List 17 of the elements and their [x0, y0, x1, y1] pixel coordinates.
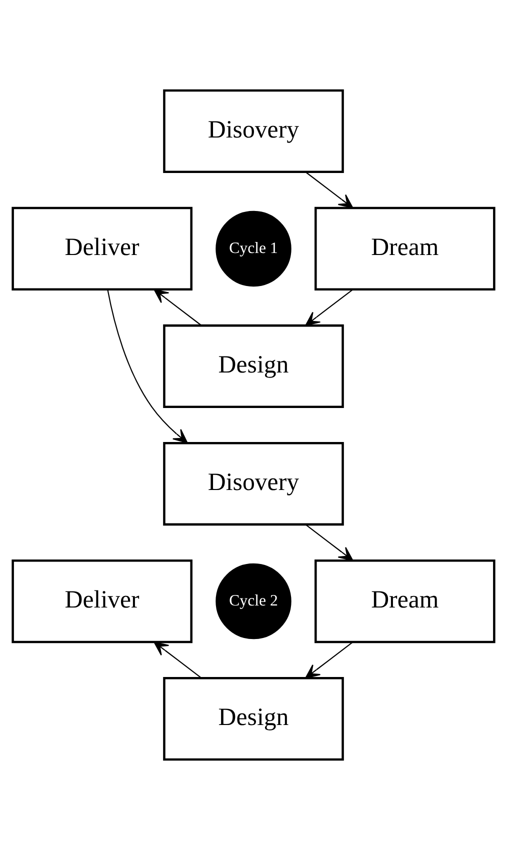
- node-box: Design: [163, 677, 344, 761]
- arrow: [154, 288, 202, 326]
- node-box: Dream: [314, 206, 496, 291]
- node-box: Deliver: [12, 559, 192, 644]
- arrow: [305, 642, 354, 678]
- arrow: [305, 172, 354, 208]
- node-box: Dream: [314, 559, 496, 644]
- node-box: Disovery: [163, 442, 344, 526]
- node-box: Disovery: [163, 89, 344, 173]
- arrow: [107, 290, 188, 444]
- node-box: Deliver: [12, 206, 192, 291]
- arrow: [305, 524, 354, 561]
- arrow: [305, 289, 354, 326]
- arrow: [154, 642, 202, 678]
- node-circle: Cycle 1: [216, 210, 292, 287]
- node-box: Design: [163, 324, 344, 408]
- node-circle: Cycle 2: [216, 563, 292, 640]
